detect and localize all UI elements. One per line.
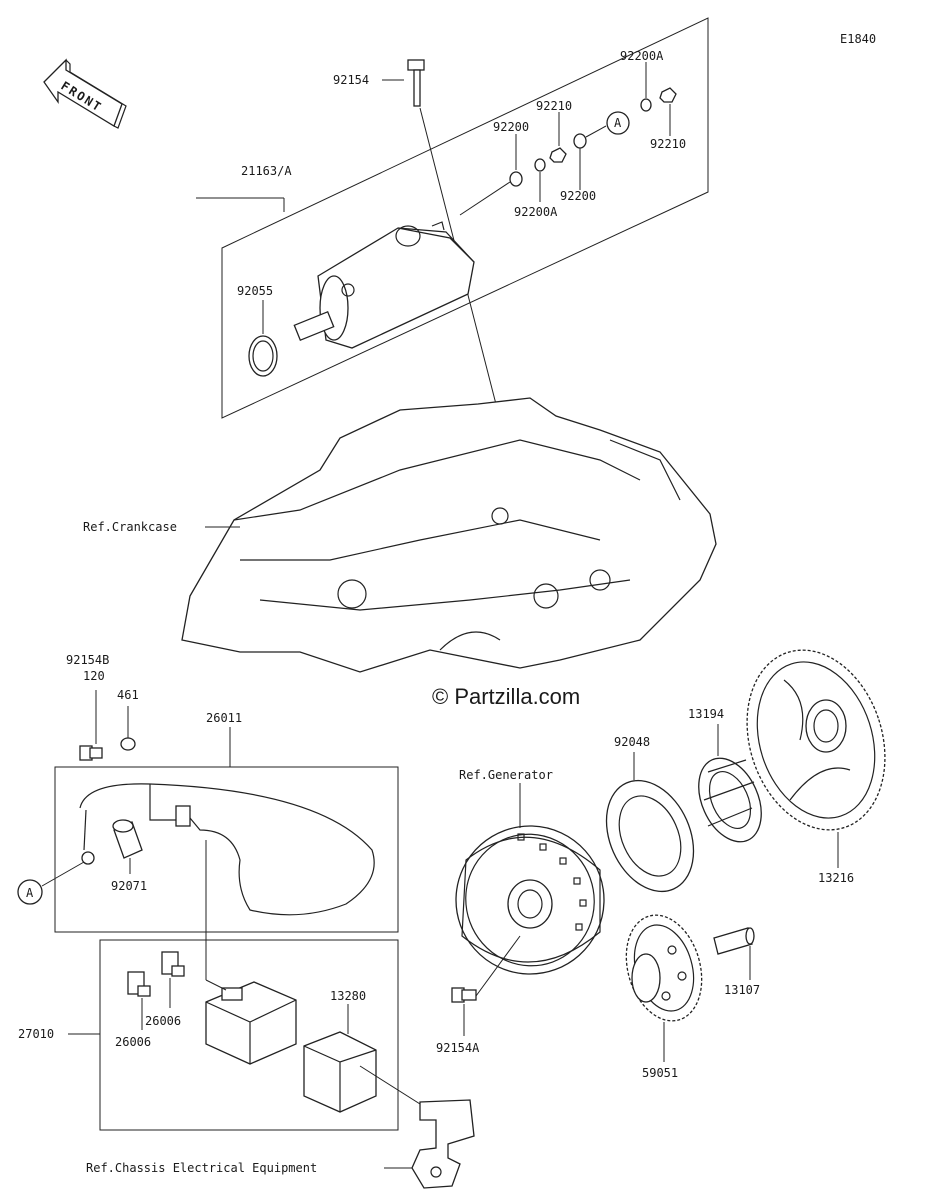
bolt-92154 bbox=[407, 59, 425, 107]
washer-92200-b bbox=[573, 133, 587, 149]
washer-461 bbox=[120, 737, 136, 751]
gear-59051 bbox=[625, 914, 703, 1022]
fuse-26006-b bbox=[161, 951, 185, 977]
label-92210-b: 92210 bbox=[650, 137, 686, 151]
crankcase-outline bbox=[181, 397, 717, 673]
label-13216: 13216 bbox=[818, 871, 854, 885]
harness-26011 bbox=[79, 783, 375, 916]
washer-92200-a bbox=[509, 171, 523, 187]
callout-a-top-letter: A bbox=[614, 116, 622, 130]
front-arrow-icon: FRONT bbox=[43, 58, 127, 129]
label-92154: 92154 bbox=[333, 73, 369, 87]
label-92200-b: 92200 bbox=[560, 189, 596, 203]
washer-92200A-b bbox=[534, 158, 546, 172]
label-13280: 13280 bbox=[330, 989, 366, 1003]
bolt-92154A bbox=[451, 987, 477, 1003]
label-26006-a: 26006 bbox=[115, 1035, 151, 1049]
washer-92200A-top bbox=[640, 98, 652, 112]
label-13194: 13194 bbox=[688, 707, 724, 721]
label-461: 461 bbox=[117, 688, 139, 702]
label-92055: 92055 bbox=[237, 284, 273, 298]
relay-group-box bbox=[99, 939, 399, 1131]
label-120: 120 bbox=[83, 669, 105, 683]
bracket bbox=[411, 1099, 475, 1189]
label-92154B: 92154B bbox=[66, 653, 109, 667]
label-27010: 27010 bbox=[18, 1027, 54, 1041]
label-ref-crankcase: Ref.Crankcase bbox=[83, 520, 177, 534]
label-92200A-top: 92200A bbox=[620, 49, 664, 63]
boot-92071 bbox=[112, 819, 143, 859]
label-59051: 59051 bbox=[642, 1066, 678, 1080]
starter-relay bbox=[205, 981, 297, 1065]
label-26006-b: 26006 bbox=[145, 1014, 181, 1028]
label-92048: 92048 bbox=[614, 735, 650, 749]
fuse-26006-a bbox=[127, 971, 151, 997]
callout-a-top bbox=[606, 111, 630, 135]
watermark: © Partzilla.com bbox=[432, 684, 580, 709]
label-ref-chassis: Ref.Chassis Electrical Equipment bbox=[86, 1161, 317, 1175]
label-21163A: 21163/A bbox=[241, 164, 292, 178]
gear-13216 bbox=[746, 649, 886, 831]
label-92071: 92071 bbox=[111, 879, 147, 893]
label-ref-generator: Ref.Generator bbox=[459, 768, 553, 782]
starter-group-box bbox=[221, 17, 709, 419]
generator-rotor bbox=[455, 825, 605, 975]
nut-92210-a bbox=[549, 147, 567, 163]
label-13107: 13107 bbox=[724, 983, 760, 997]
callout-a-bottom bbox=[17, 879, 43, 905]
label-92154A: 92154A bbox=[436, 1041, 480, 1055]
nut-92210-b bbox=[659, 87, 677, 103]
plate-92048 bbox=[605, 779, 695, 893]
clutch-13194 bbox=[698, 757, 762, 843]
shaft-13107 bbox=[713, 927, 755, 955]
starter-motor bbox=[293, 221, 475, 349]
label-92210-a: 92210 bbox=[536, 99, 572, 113]
label-92200-a: 92200 bbox=[493, 120, 529, 134]
figure-code: E1840 bbox=[840, 32, 876, 46]
label-92200A-b: 92200A bbox=[514, 205, 558, 219]
label-26011: 26011 bbox=[206, 711, 242, 725]
callout-a-bottom-letter: A bbox=[26, 886, 34, 900]
bolt-92154B bbox=[79, 745, 103, 761]
harness-group-box bbox=[54, 766, 399, 933]
relay-13280 bbox=[303, 1031, 377, 1113]
